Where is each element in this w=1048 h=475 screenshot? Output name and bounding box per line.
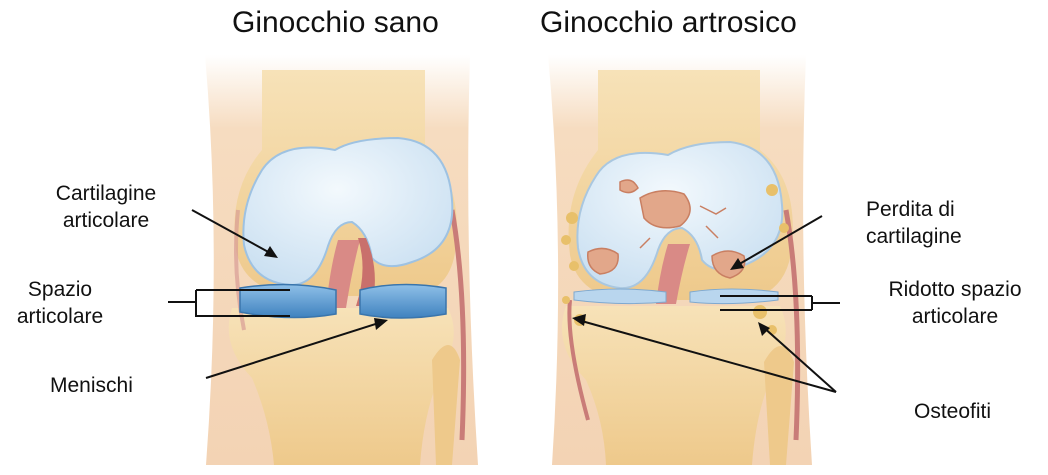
label-cartilage-loss-line1: Perdita di	[866, 196, 962, 223]
label-reduced-space: Ridotto spazio articolare	[866, 276, 1044, 330]
label-cartilage-loss-line2: cartilagine	[866, 223, 962, 250]
label-articular-cartilage-line2: articolare	[26, 207, 186, 234]
arthritic-knee-title: Ginocchio artrosico	[540, 6, 797, 40]
label-osteophytes: Osteofiti	[914, 398, 991, 425]
healthy-meniscus-right	[360, 284, 446, 318]
label-menisci: Menischi	[50, 372, 133, 399]
label-joint-space: Spazio articolare	[0, 276, 120, 330]
label-reduced-space-line2: articolare	[866, 303, 1044, 330]
healthy-knee	[205, 55, 478, 465]
label-articular-cartilage-line1: Cartilagine	[26, 180, 186, 207]
arthritic-knee	[548, 55, 812, 465]
cartilage-lesion-1	[640, 191, 690, 228]
label-joint-space-line2: articolare	[0, 303, 120, 330]
label-articular-cartilage: Cartilagine articolare	[26, 180, 186, 234]
healthy-knee-title: Ginocchio sano	[232, 6, 439, 40]
label-cartilage-loss: Perdita di cartilagine	[866, 196, 962, 250]
label-reduced-space-line1: Ridotto spazio	[866, 276, 1044, 303]
label-joint-space-line1: Spazio	[0, 276, 120, 303]
